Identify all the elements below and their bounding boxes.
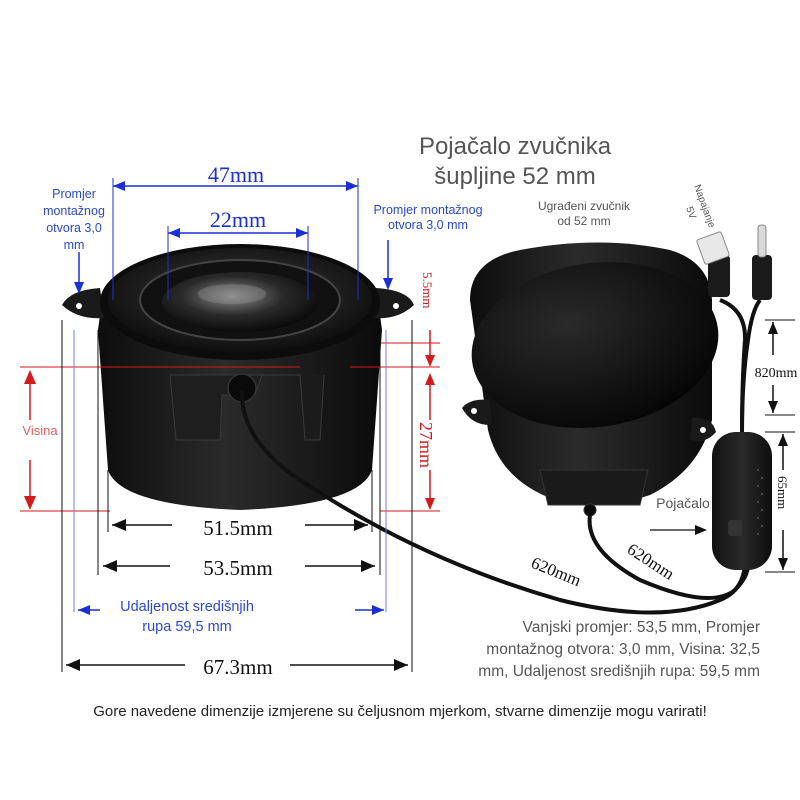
dim-body-height: 27mm: [380, 373, 440, 512]
amplifier-label: Pojačalo: [650, 495, 710, 535]
title-line-2: šupljine 52 mm: [434, 163, 595, 190]
dim-rim-height-label: 5.5mm: [420, 272, 435, 308]
builtin-speaker-line2: od 52 mm: [557, 214, 610, 228]
svg-text:montažnog: montažnog: [43, 204, 105, 218]
amplifier-box: [712, 432, 772, 570]
mount-hole-right-note: Promjer montažnog otvora 3,0 mm: [373, 203, 483, 290]
dim-center-distance: Udaljenost središnjih rupa 59,5 mm: [73, 330, 387, 635]
audio-jack-icon: [752, 224, 772, 300]
dim-total-width: 67.3mm: [66, 655, 408, 679]
dim-base-width-label: 51.5mm: [203, 516, 272, 540]
dim-body-height-label: 27mm: [416, 422, 436, 468]
dim-inner-top: 22mm: [167, 207, 309, 300]
svg-text:Promjer: Promjer: [52, 187, 96, 201]
dim-rim-height: 5.5mm: [350, 272, 440, 368]
dim-box-length-label: 65mm: [775, 476, 790, 509]
dim-usb-cable: 820mm: [755, 319, 798, 416]
svg-text:montažnog otvora: 3,0 mm, Visi: montažnog otvora: 3,0 mm, Visina: 32,5: [486, 641, 760, 658]
mount-hole-left-note: Promjer montažnog otvora 3,0 mm: [43, 187, 105, 294]
center-distance-line2: rupa 59,5 mm: [142, 619, 231, 635]
right-speaker-cable: [587, 514, 751, 600]
dim-outer-width: 53.5mm: [103, 556, 375, 580]
dim-box-length: 65mm: [765, 431, 795, 573]
dim-outer-top: 47mm: [112, 162, 359, 300]
dim-base-width: 51.5mm: [112, 516, 368, 540]
left-speaker-illustration: [62, 244, 414, 510]
dim-total-width-label: 67.3mm: [203, 655, 272, 679]
svg-text:Promjer montažnog: Promjer montažnog: [373, 203, 482, 217]
svg-text:5V: 5V: [683, 205, 698, 221]
dim-total-height: Visina: [20, 366, 300, 512]
audio-cable: [740, 298, 762, 433]
usb-plug-icon: [696, 231, 730, 297]
svg-text:otvora 3,0 mm: otvora 3,0 mm: [388, 218, 468, 232]
svg-text:mm, Udaljenost središnjih rupa: mm, Udaljenost središnjih rupa: 59,5 mm: [478, 663, 760, 680]
svg-text:mm: mm: [64, 238, 85, 252]
svg-text:otvora 3,0: otvora 3,0: [46, 221, 102, 235]
power-label: Napajanje 5V: [683, 183, 717, 229]
svg-text:Pojačalo: Pojačalo: [656, 495, 710, 511]
svg-text:Vanjski promjer: 53,5 mm, Prom: Vanjski promjer: 53,5 mm, Promjer: [523, 619, 760, 636]
builtin-speaker-line1: Ugrađeni zvučnik: [538, 199, 631, 213]
witness-lines: [61, 320, 413, 672]
height-word: Visina: [22, 423, 58, 438]
dim-usb-cable-label: 820mm: [755, 366, 798, 381]
title-line-1: Pojačalo zvučnika: [419, 133, 612, 160]
cable-1-label: 620mm: [529, 553, 584, 590]
svg-text:Napajanje: Napajanje: [691, 183, 717, 229]
left-speaker-cable: [239, 389, 747, 615]
dim-outer-top-label: 47mm: [208, 162, 264, 187]
center-distance-line1: Udaljenost središnjih: [120, 599, 254, 615]
specs-text: Vanjski promjer: 53,5 mm, Promjer montaž…: [478, 619, 760, 680]
dim-outer-width-label: 53.5mm: [203, 556, 272, 580]
right-speaker-illustration: [462, 242, 719, 517]
dim-inner-top-label: 22mm: [210, 207, 266, 232]
footer-note: Gore navedene dimenzije izmjerene su čel…: [93, 703, 707, 720]
